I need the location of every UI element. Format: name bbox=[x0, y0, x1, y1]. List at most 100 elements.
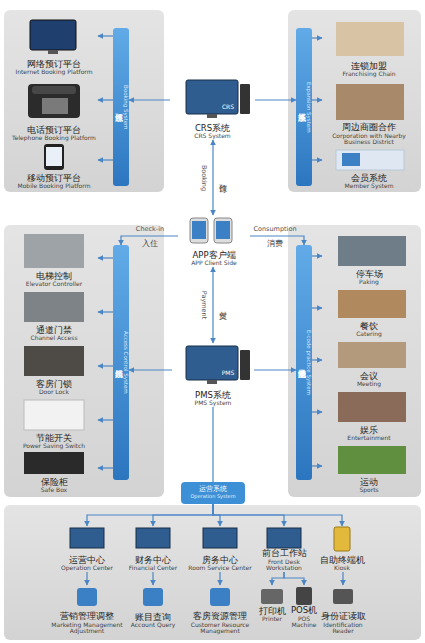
node-text: Financial Center bbox=[129, 565, 177, 572]
connector bbox=[129, 99, 170, 100]
node-text: 运动 bbox=[360, 478, 378, 488]
node-text: Internet Booking Platform bbox=[15, 69, 92, 76]
connector bbox=[98, 35, 113, 36]
system-item: 餐饮Catering bbox=[322, 288, 416, 338]
connector bbox=[312, 159, 322, 160]
node-text: Corporation with Nearby Business Distric… bbox=[322, 133, 416, 146]
node-text: 会员系统 bbox=[351, 174, 387, 184]
monitor-icon bbox=[203, 528, 237, 548]
node-text: 财务中心 bbox=[135, 556, 171, 566]
connector bbox=[342, 572, 343, 585]
node-text: E-code practice System bbox=[305, 330, 311, 395]
mobile-icon bbox=[44, 144, 64, 170]
system-item: 电话预订平台Telephone Booking Platform bbox=[10, 80, 98, 142]
connector bbox=[86, 572, 87, 585]
system-item: 房务中心Room Service Center bbox=[188, 526, 252, 572]
connector bbox=[152, 572, 153, 585]
node-text: CRS系统 bbox=[195, 124, 230, 134]
node-text: Room Service Center bbox=[188, 565, 251, 572]
connector bbox=[98, 467, 113, 468]
system-item: 节能开关Power Saving Switch bbox=[10, 398, 98, 450]
node-text: Marketing Management Adjustment bbox=[50, 622, 124, 635]
annotation-label: Payment bbox=[201, 291, 208, 319]
system-item: 账目查询Account Query bbox=[122, 585, 184, 629]
photo-icon bbox=[24, 400, 84, 430]
system-hub: CRS系统CRS System bbox=[170, 78, 255, 140]
connector bbox=[272, 572, 284, 585]
photo-icon bbox=[24, 452, 84, 474]
monitor-icon bbox=[136, 528, 170, 548]
node-text: Door Lock bbox=[39, 389, 69, 396]
system-item: 运动Sports bbox=[322, 444, 416, 494]
node-text: Catering bbox=[356, 331, 382, 338]
node-text: Mobile Booking Platform bbox=[17, 183, 90, 190]
node-text: Booking System bbox=[122, 85, 128, 129]
system-item: 前台工作站Front Desk Workstation bbox=[252, 526, 316, 572]
monitor-stand bbox=[207, 380, 217, 384]
node-text: Account Query bbox=[131, 622, 175, 629]
system-item: 娱乐Entertainment bbox=[322, 390, 416, 442]
node-text: 自助终端机 bbox=[320, 556, 365, 566]
system-item: 网络预订平台Internet Booking Platform bbox=[10, 18, 98, 76]
annotation-label: Check-in bbox=[136, 226, 164, 233]
node-text: POS机 bbox=[291, 606, 317, 616]
connector bbox=[153, 504, 213, 526]
node-text: Channel Access bbox=[30, 335, 77, 342]
connector bbox=[98, 365, 113, 366]
telephone-handset bbox=[32, 86, 76, 94]
phone-screen bbox=[216, 221, 230, 239]
connector bbox=[98, 99, 113, 100]
node-text: 餐饮 bbox=[360, 322, 378, 332]
connector bbox=[312, 359, 322, 360]
node-text: Operation System bbox=[190, 494, 235, 500]
node-text: CRS System bbox=[194, 133, 230, 140]
telephone-keypad bbox=[42, 98, 68, 114]
system-item: 打印机Printer bbox=[256, 585, 288, 623]
system-item: 自助终端机Kiosk bbox=[318, 526, 366, 572]
node-text: Identification Reader bbox=[317, 622, 369, 635]
photo-icon bbox=[338, 290, 406, 318]
member-card bbox=[342, 153, 360, 166]
node-text: APP客户端 bbox=[192, 251, 235, 261]
kiosk-icon bbox=[334, 527, 350, 551]
monitor-icon bbox=[70, 528, 104, 548]
system-item: 保险柜Safe Box bbox=[10, 450, 98, 494]
node-text: APP Client Side bbox=[191, 260, 237, 267]
panel bbox=[288, 10, 421, 192]
photo-icon bbox=[336, 84, 404, 120]
node-text: 保险柜 bbox=[41, 478, 68, 488]
node-text: 电梯控制 bbox=[36, 272, 72, 282]
node-text: Franchising Chain bbox=[342, 71, 395, 78]
photo-icon bbox=[24, 292, 84, 322]
system-item: 电梯控制Elevator Controller bbox=[10, 232, 98, 288]
connector bbox=[212, 140, 213, 215]
connector bbox=[312, 307, 322, 308]
reader-icon bbox=[333, 589, 353, 604]
node-text: 运营中心 bbox=[69, 556, 105, 566]
node-text: 账目查询 bbox=[135, 613, 171, 623]
monitor-icon bbox=[186, 80, 238, 114]
node-text: 打印机 bbox=[259, 607, 286, 617]
system-hub: APP客户端APP Client Side bbox=[178, 215, 250, 267]
system-item: 停车场Paking bbox=[322, 234, 416, 286]
system-item: 身份证读取Identification Reader bbox=[317, 585, 369, 635]
system-item: 营销管理调整Marketing Management Adjustment bbox=[50, 585, 124, 635]
node-text: 客房资源管理 bbox=[193, 612, 247, 622]
node-text: PMS System bbox=[195, 400, 232, 407]
system-hub: PMS系统PMS System bbox=[172, 343, 254, 407]
system-band: 预订系统Booking System bbox=[113, 28, 129, 186]
connector bbox=[312, 255, 322, 256]
node-text: 通道门禁 bbox=[36, 326, 72, 336]
node-text: 营销管理调整 bbox=[60, 612, 114, 622]
node-text: 网络预订平台 bbox=[27, 60, 81, 70]
node-text: Power Saving Switch bbox=[23, 443, 85, 450]
panel bbox=[4, 225, 164, 497]
connector bbox=[284, 572, 304, 585]
monitor-icon bbox=[30, 20, 76, 50]
connector bbox=[212, 407, 213, 482]
node-text: Printer bbox=[262, 616, 282, 623]
app-icon bbox=[143, 588, 163, 606]
monitor-stand bbox=[48, 50, 58, 54]
node-text: 周边商圈合作 bbox=[342, 123, 396, 133]
